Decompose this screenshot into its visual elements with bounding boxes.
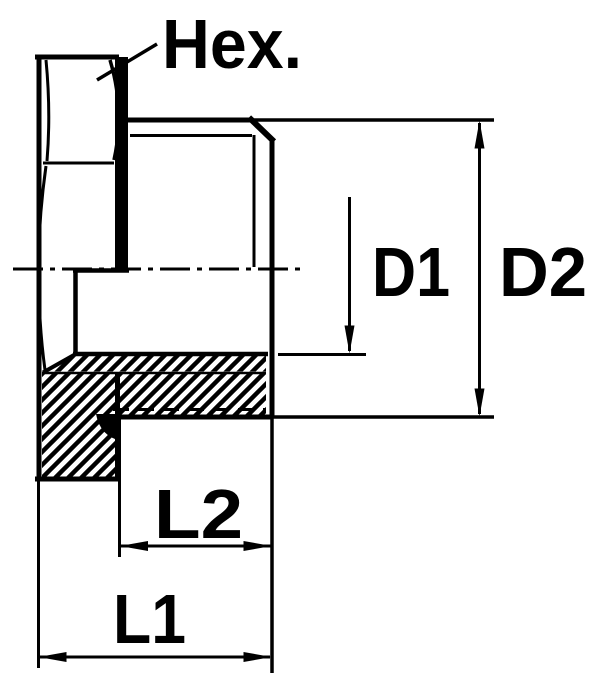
dimension-d1: D1 — [278, 197, 450, 356]
l1-label: L1 — [113, 580, 186, 658]
l1-arrow-left-icon — [38, 652, 67, 662]
section-slant-line — [42, 353, 75, 375]
hex-leader-line — [96, 42, 158, 82]
hatch-band-lower — [118, 374, 266, 415]
d2-arrow-down-icon — [474, 388, 485, 417]
hex-label: Hex. — [162, 5, 302, 83]
hatch-block-left — [42, 374, 116, 477]
d2-label: D2 — [499, 233, 587, 311]
d1-arrow-down-icon — [344, 325, 355, 354]
l2-arrow-left-icon — [120, 541, 148, 551]
hatch-band-upper — [46, 356, 266, 372]
l2-arrow-right-icon — [243, 541, 272, 551]
fillet-blob — [96, 414, 121, 441]
l1-arrow-right-icon — [243, 652, 272, 662]
hex-callout: Hex. — [96, 5, 302, 83]
d2-arrow-up-icon — [474, 120, 485, 149]
d1-label: D1 — [372, 233, 450, 311]
dimension-l1: L1 — [37, 418, 274, 673]
dimension-d2: D2 — [252, 118, 587, 419]
dimension-l2: L2 — [118, 418, 272, 557]
hex-head — [35, 54, 128, 482]
hex-chamfer-arc-top-left — [44, 59, 51, 162]
section-hatching — [42, 356, 266, 479]
l2-label: L2 — [154, 475, 243, 553]
